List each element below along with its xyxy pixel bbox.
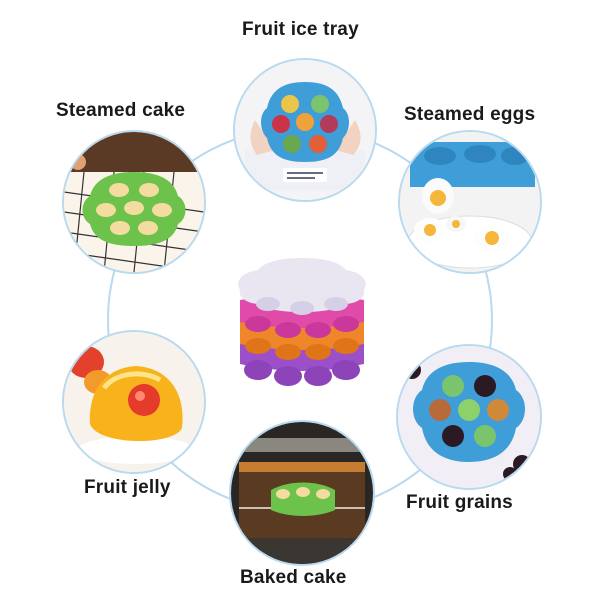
baked-cake-illustration — [231, 422, 373, 564]
label-fruit-ice-tray: Fruit ice tray — [242, 19, 359, 40]
label-fruit-grains: Fruit grains — [406, 492, 513, 513]
photo-steamed-cake — [62, 130, 206, 274]
tray-stack-illustration — [238, 258, 366, 386]
fruit-grains-illustration — [398, 346, 540, 488]
label-fruit-jelly: Fruit jelly — [84, 477, 171, 498]
photo-fruit-grains — [396, 344, 542, 490]
label-baked-cake: Baked cake — [240, 567, 347, 588]
photo-fruit-ice-tray — [233, 58, 377, 202]
photo-steamed-eggs — [398, 130, 542, 274]
photo-baked-cake — [229, 420, 375, 566]
photo-fruit-jelly — [62, 330, 206, 474]
steamed-eggs-illustration — [400, 132, 540, 272]
fruit-ice-tray-illustration — [235, 60, 375, 200]
steamed-cake-illustration — [64, 132, 204, 272]
tray-stack-product — [228, 252, 376, 392]
label-steamed-cake: Steamed cake — [56, 100, 186, 121]
label-steamed-eggs: Steamed eggs — [404, 104, 536, 125]
fruit-jelly-illustration — [64, 332, 204, 472]
